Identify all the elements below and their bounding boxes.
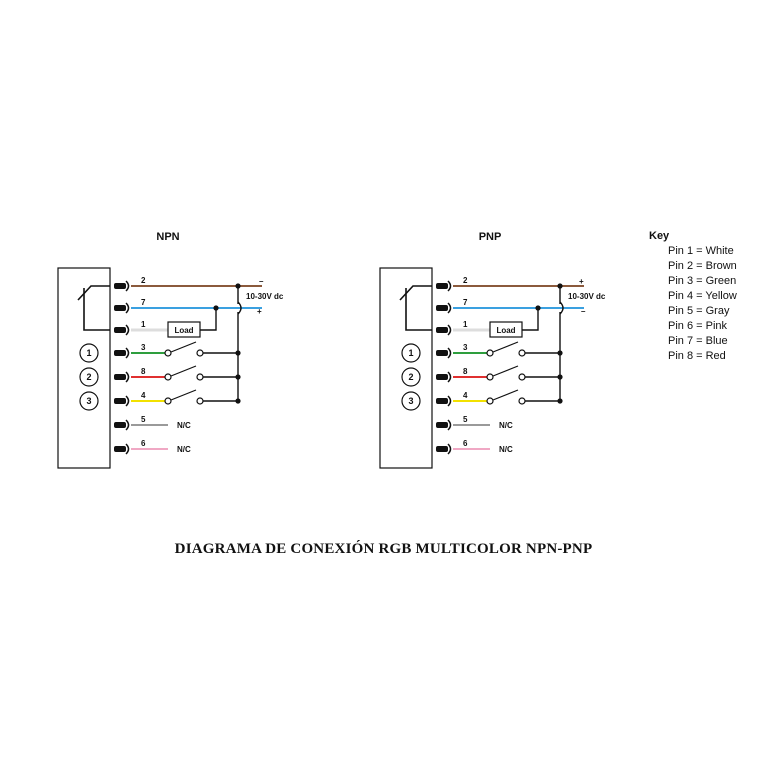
npn-junction bbox=[235, 350, 241, 356]
key-item: Pin 4 = Yellow bbox=[668, 290, 737, 302]
pnp-circle-2: 2 bbox=[401, 367, 421, 387]
pnp-pin-label: 4 bbox=[463, 391, 468, 400]
npn-pin-label: 8 bbox=[141, 367, 146, 376]
key-item: Pin 7 = Blue bbox=[668, 335, 728, 347]
color-key: Key Pin 1 = White Pin 2 = Brown Pin 3 = … bbox=[649, 230, 737, 362]
key-item: Pin 6 = Pink bbox=[668, 320, 728, 332]
key-item: Pin 3 = Green bbox=[668, 275, 736, 287]
pnp-junction bbox=[557, 350, 563, 356]
npn-title: NPN bbox=[156, 231, 179, 243]
npn-pin-label: 3 bbox=[141, 343, 146, 352]
npn-circle-2: 2 bbox=[79, 367, 99, 387]
svg-text:1: 1 bbox=[408, 348, 413, 358]
pnp-nc-label-6: N/C bbox=[499, 445, 513, 454]
pnp-junction bbox=[535, 305, 541, 311]
pnp-connector-pins bbox=[436, 280, 452, 455]
npn-supply-top-sign: – bbox=[259, 277, 264, 286]
npn-pin-label: 2 bbox=[141, 276, 146, 285]
pnp-supply-bottom-sign: – bbox=[581, 307, 586, 316]
npn-supply-bottom-sign: + bbox=[257, 307, 262, 316]
pnp-pin-label: 2 bbox=[463, 276, 468, 285]
pnp-internal-switch bbox=[399, 285, 432, 301]
npn-switches bbox=[164, 341, 204, 405]
pnp-circle-3: 3 bbox=[401, 391, 421, 411]
pnp-crossover bbox=[559, 301, 564, 315]
svg-text:3: 3 bbox=[86, 396, 91, 406]
npn-pin-label: 1 bbox=[141, 320, 146, 329]
pnp-junction bbox=[557, 283, 563, 289]
npn-internal-switch bbox=[77, 285, 110, 301]
pnp-pin-label: 3 bbox=[463, 343, 468, 352]
pnp-switches bbox=[486, 341, 526, 405]
key-item: Pin 2 = Brown bbox=[668, 260, 737, 272]
svg-text:2: 2 bbox=[408, 372, 413, 382]
key-item: Pin 1 = White bbox=[668, 245, 734, 257]
npn-junction bbox=[235, 398, 241, 404]
pnp-panel: PNP 1 2 3 2 7 1 3 8 4 bbox=[379, 231, 606, 469]
pnp-junction bbox=[557, 374, 563, 380]
npn-junction bbox=[235, 283, 241, 289]
npn-circle-3: 3 bbox=[79, 391, 99, 411]
npn-load-label: Load bbox=[174, 326, 193, 335]
pnp-supply-label: 10-30V dc bbox=[568, 292, 606, 301]
pnp-nc-label-5: N/C bbox=[499, 421, 513, 430]
npn-pin-label: 7 bbox=[141, 298, 146, 307]
npn-circle-1: 1 bbox=[79, 343, 99, 363]
npn-internal-lead bbox=[83, 288, 110, 331]
key-item: Pin 5 = Gray bbox=[668, 305, 730, 317]
key-title: Key bbox=[649, 230, 670, 242]
diagram-caption: DIAGRAMA DE CONEXIÓN RGB MULTICOLOR NPN-… bbox=[174, 541, 593, 557]
npn-panel: NPN 1 2 3 2 7 bbox=[57, 231, 284, 469]
npn-nc-label-5: N/C bbox=[177, 421, 191, 430]
npn-connector-pins bbox=[114, 280, 130, 455]
svg-text:2: 2 bbox=[86, 372, 91, 382]
npn-pin-label: 5 bbox=[141, 415, 146, 424]
pnp-junction bbox=[557, 398, 563, 404]
pnp-pin-label: 5 bbox=[463, 415, 468, 424]
npn-junction bbox=[235, 374, 241, 380]
pnp-load-label: Load bbox=[496, 326, 515, 335]
pnp-pin-label: 6 bbox=[463, 439, 468, 448]
npn-supply-label: 10-30V dc bbox=[246, 292, 284, 301]
npn-pin-label: 6 bbox=[141, 439, 146, 448]
svg-text:1: 1 bbox=[86, 348, 91, 358]
npn-pin-label: 4 bbox=[141, 391, 146, 400]
key-item: Pin 8 = Red bbox=[668, 350, 726, 362]
npn-crossover bbox=[237, 301, 242, 315]
npn-junction bbox=[213, 305, 219, 311]
pnp-supply-top-sign: + bbox=[579, 277, 584, 286]
pnp-pin-label: 1 bbox=[463, 320, 468, 329]
npn-nc-label-6: N/C bbox=[177, 445, 191, 454]
pnp-pin-label: 7 bbox=[463, 298, 468, 307]
svg-text:3: 3 bbox=[408, 396, 413, 406]
pnp-circle-1: 1 bbox=[401, 343, 421, 363]
pnp-pin-label: 8 bbox=[463, 367, 468, 376]
pnp-title: PNP bbox=[479, 231, 502, 243]
pnp-internal-lead bbox=[405, 288, 432, 331]
